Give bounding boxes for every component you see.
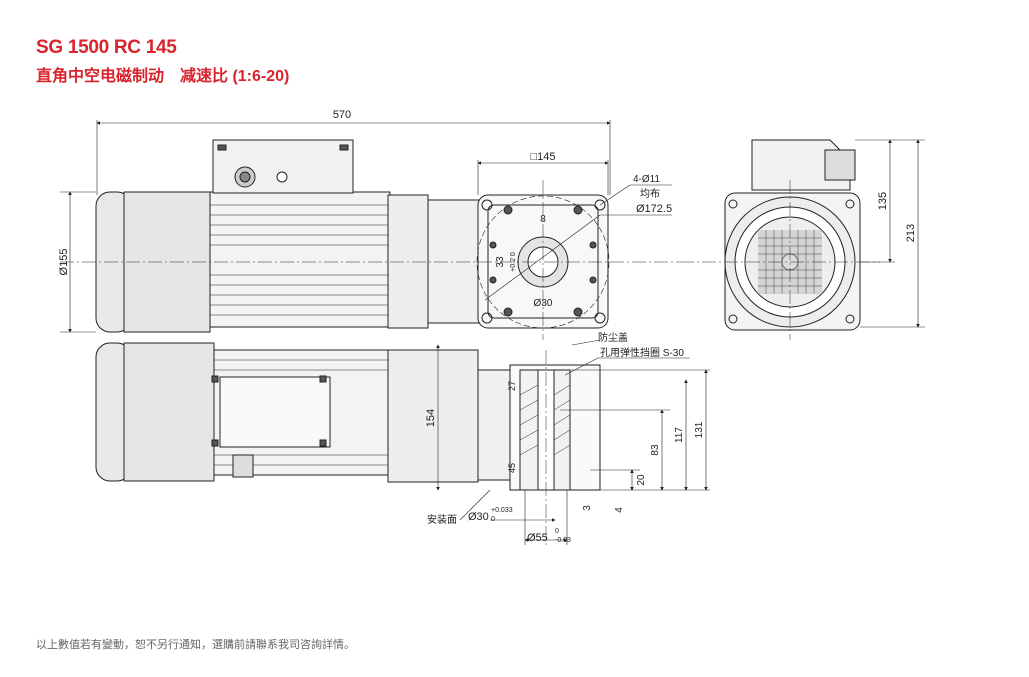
dim-pcd: Ø172.5 (636, 203, 672, 215)
label-dust-cap: 防尘盖 (598, 331, 628, 344)
dim-83: 83 (650, 444, 661, 456)
dim-4: 4 (614, 507, 625, 513)
dim-keyway-tol: +0.2 0 (510, 252, 517, 272)
dim-keyway-h: 33 (495, 256, 506, 268)
dim-3: 3 (582, 505, 593, 511)
dim-shaft-bore: Ø30 (468, 511, 489, 523)
page-subtitle: 直角中空电磁制动 减速比 (1:6-20) (36, 68, 290, 85)
dim-body-h: 154 (425, 409, 437, 427)
dim-holes-note: 均布 (640, 188, 660, 200)
dim-bore: Ø30 (534, 298, 553, 309)
dim-117: 117 (674, 427, 685, 443)
dim-keyway-w: 8 (540, 214, 546, 225)
dim-outer-tol-lower: -0.03 (555, 537, 571, 544)
page-title: SG 1500 RC 145 (36, 37, 177, 58)
dim-motor-dia: Ø155 (58, 249, 70, 276)
dim-shaft-bore-tol-lower: 0 (491, 516, 495, 523)
label-mount-face: 安装面 (427, 513, 457, 526)
dim-shaft-bore-tol-upper: +0.033 (491, 507, 513, 514)
label-circlip: 孔用弹性挡圈 S-30 (600, 346, 684, 359)
dim-20: 20 (636, 474, 647, 486)
dim-outer-tol-upper: 0 (555, 528, 559, 535)
dim-side-h2: 213 (905, 224, 917, 242)
dim-27: 27 (507, 381, 517, 391)
dim-holes: 4-Ø11 (633, 174, 660, 185)
dim-flange-square: □145 (531, 151, 556, 163)
dim-131: 131 (694, 421, 705, 438)
dim-overall-length: 570 (333, 109, 351, 121)
dim-outer-dia: Ø55 (527, 532, 548, 544)
dim-side-h1: 135 (877, 192, 889, 210)
footer-note: 以上數值若有變動，恕不另行通知，選購前請聯系我司咨詢詳情。 (36, 639, 355, 651)
dim-45: 45 (507, 463, 517, 473)
